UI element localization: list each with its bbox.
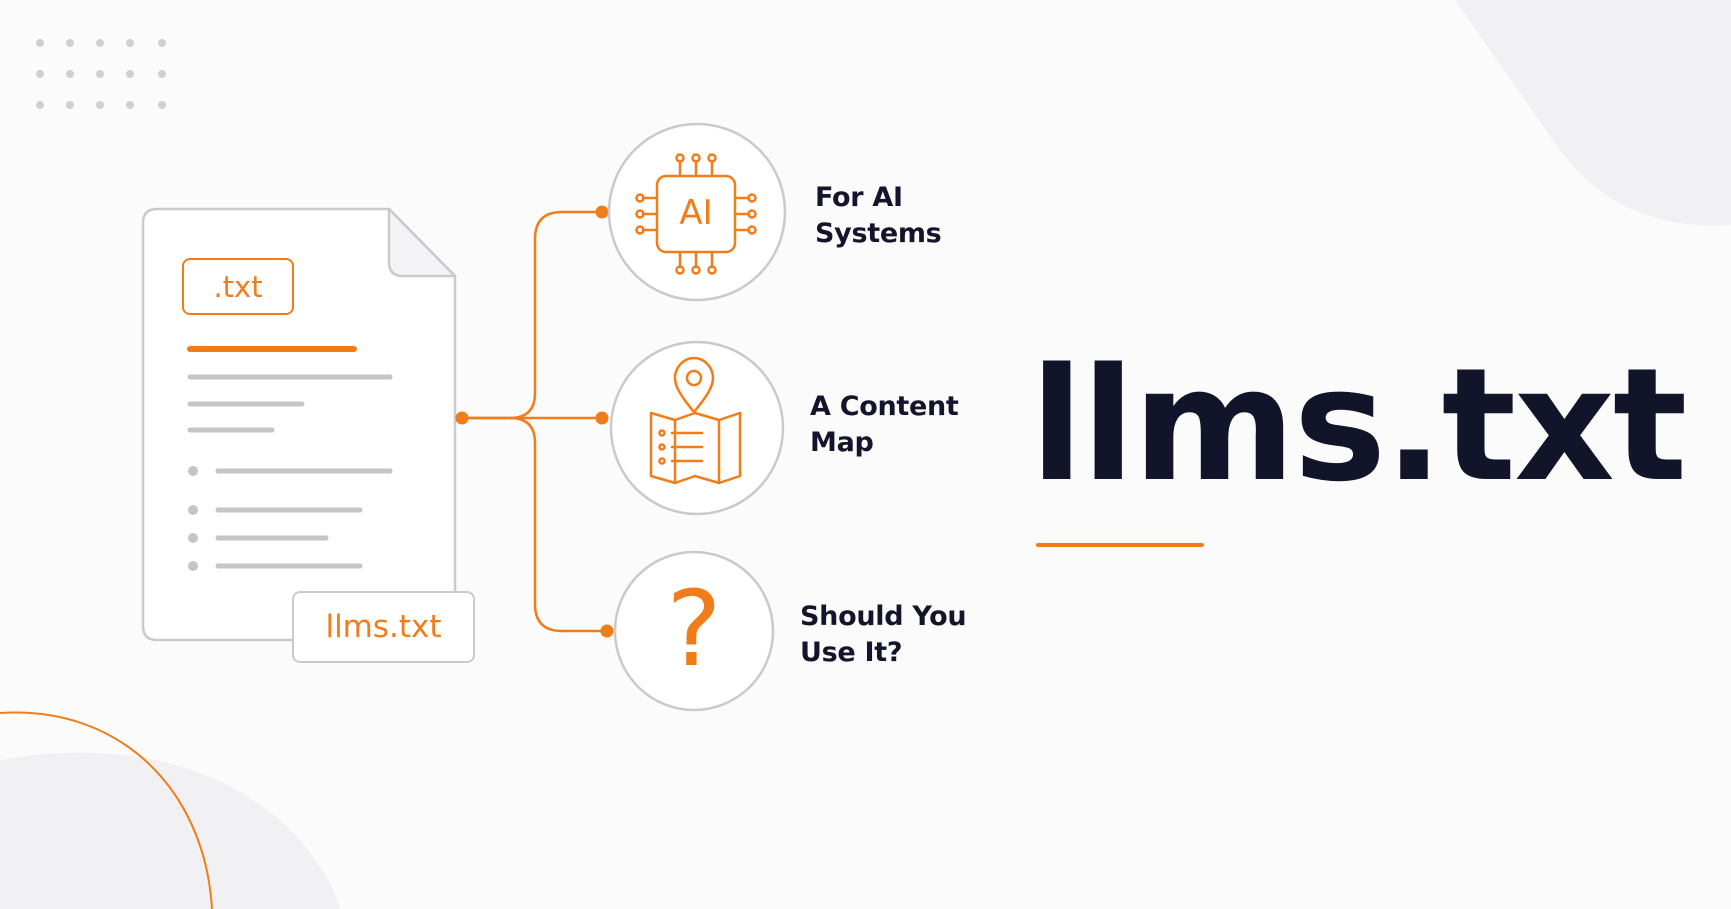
branch-label-line: Map xyxy=(810,427,874,458)
branch-connectors xyxy=(462,210,607,633)
ai-chip-label: AI xyxy=(679,193,713,233)
decorative-arc-bottom-left xyxy=(0,711,213,909)
txt-extension-tag: .txt xyxy=(182,258,294,315)
branch-label-line: Systems xyxy=(815,218,942,249)
branch-label-line: Use It? xyxy=(800,637,903,668)
branch-label-line: For AI xyxy=(815,182,903,213)
branch-label-content-map: A Content Map xyxy=(810,389,959,461)
background-blob-bottom-left xyxy=(0,752,340,909)
dot-grid xyxy=(36,39,166,109)
page-title: llms.txt xyxy=(1030,334,1687,516)
branch-label-line: Should You xyxy=(800,601,967,632)
branch-label-line: A Content xyxy=(810,391,959,422)
circle-ai-systems xyxy=(607,122,787,302)
document-text-lines xyxy=(187,374,393,569)
llms-file-tag: llms.txt xyxy=(292,591,475,663)
document-bullets xyxy=(188,466,198,571)
map-pin-icon xyxy=(649,356,742,485)
connector-nodes xyxy=(455,205,614,638)
background-blob-top-right xyxy=(1455,0,1731,226)
branch-label-ai-systems: For AI Systems xyxy=(815,180,942,252)
branch-label-should-you-use: Should You Use It? xyxy=(800,599,967,671)
ai-chip-icon xyxy=(635,153,757,275)
circle-should-you-use xyxy=(613,550,775,712)
document-fold xyxy=(387,207,457,278)
title-underline xyxy=(1036,543,1204,547)
question-mark-icon: ? xyxy=(666,568,722,690)
